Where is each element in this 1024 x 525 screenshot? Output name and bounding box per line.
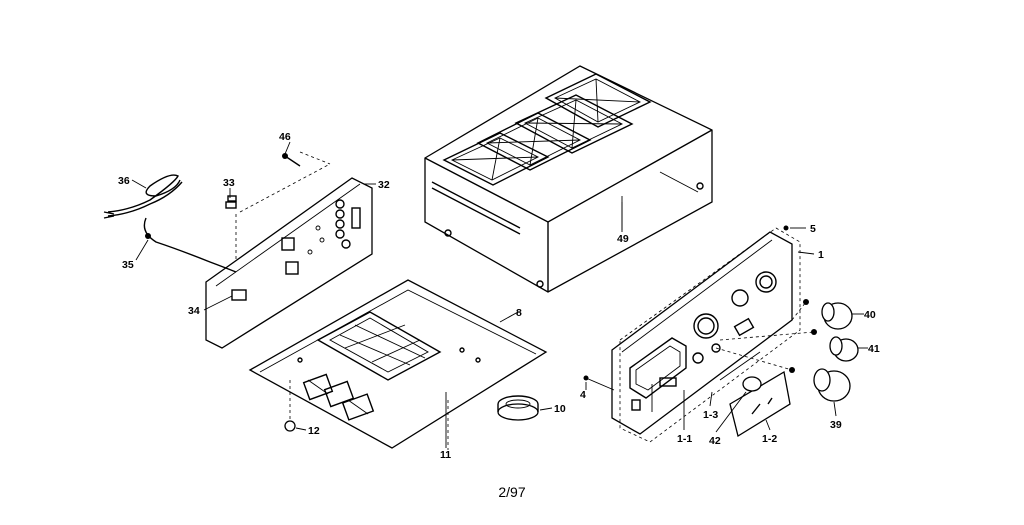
screw-5-part (783, 225, 789, 231)
page-number: 2/97 (498, 484, 526, 500)
label-49: 49 (617, 233, 629, 245)
foot-10-part (497, 395, 539, 421)
label-1-3: 1-3 (703, 409, 718, 421)
label-1-2: 1-2 (762, 433, 777, 445)
label-11: 11 (440, 449, 451, 461)
screw-4-part (583, 375, 615, 391)
knob-40-part (803, 299, 853, 330)
clip-33-part (225, 195, 237, 209)
screw-12-part (284, 420, 296, 432)
front-panel-part (611, 227, 801, 443)
screw-46-part (282, 153, 301, 167)
rear-panel-part (205, 151, 373, 349)
cover-vent-grilles (442, 73, 652, 186)
label-35: 35 (122, 259, 134, 271)
label-46: 46 (279, 131, 291, 143)
label-12: 12 (308, 425, 320, 437)
label-41: 41 (868, 343, 880, 355)
part-labels: 46 33 32 36 35 34 49 8 10 11 12 5 1 40 4… (118, 131, 880, 461)
label-10: 10 (554, 403, 566, 415)
label-40: 40 (864, 309, 876, 321)
top-cover-part (424, 65, 713, 293)
bottom-chassis-part (248, 279, 548, 450)
knob-42-part (742, 376, 762, 392)
label-8: 8 (516, 307, 522, 319)
label-33: 33 (223, 177, 235, 189)
label-39: 39 (830, 419, 842, 431)
label-42: 42 (709, 435, 721, 447)
leader-lines (131, 141, 868, 448)
label-5: 5 (810, 223, 816, 235)
label-36: 36 (118, 175, 130, 187)
label-32: 32 (378, 179, 390, 191)
power-cord-part (103, 174, 237, 273)
knob-39-part (789, 367, 851, 402)
label-34: 34 (188, 305, 200, 317)
knob-41-part (811, 329, 859, 362)
label-4: 4 (580, 389, 586, 401)
sub-panel-1-2-part (729, 370, 791, 438)
label-1: 1 (818, 249, 824, 261)
label-1-1: 1-1 (677, 433, 692, 445)
